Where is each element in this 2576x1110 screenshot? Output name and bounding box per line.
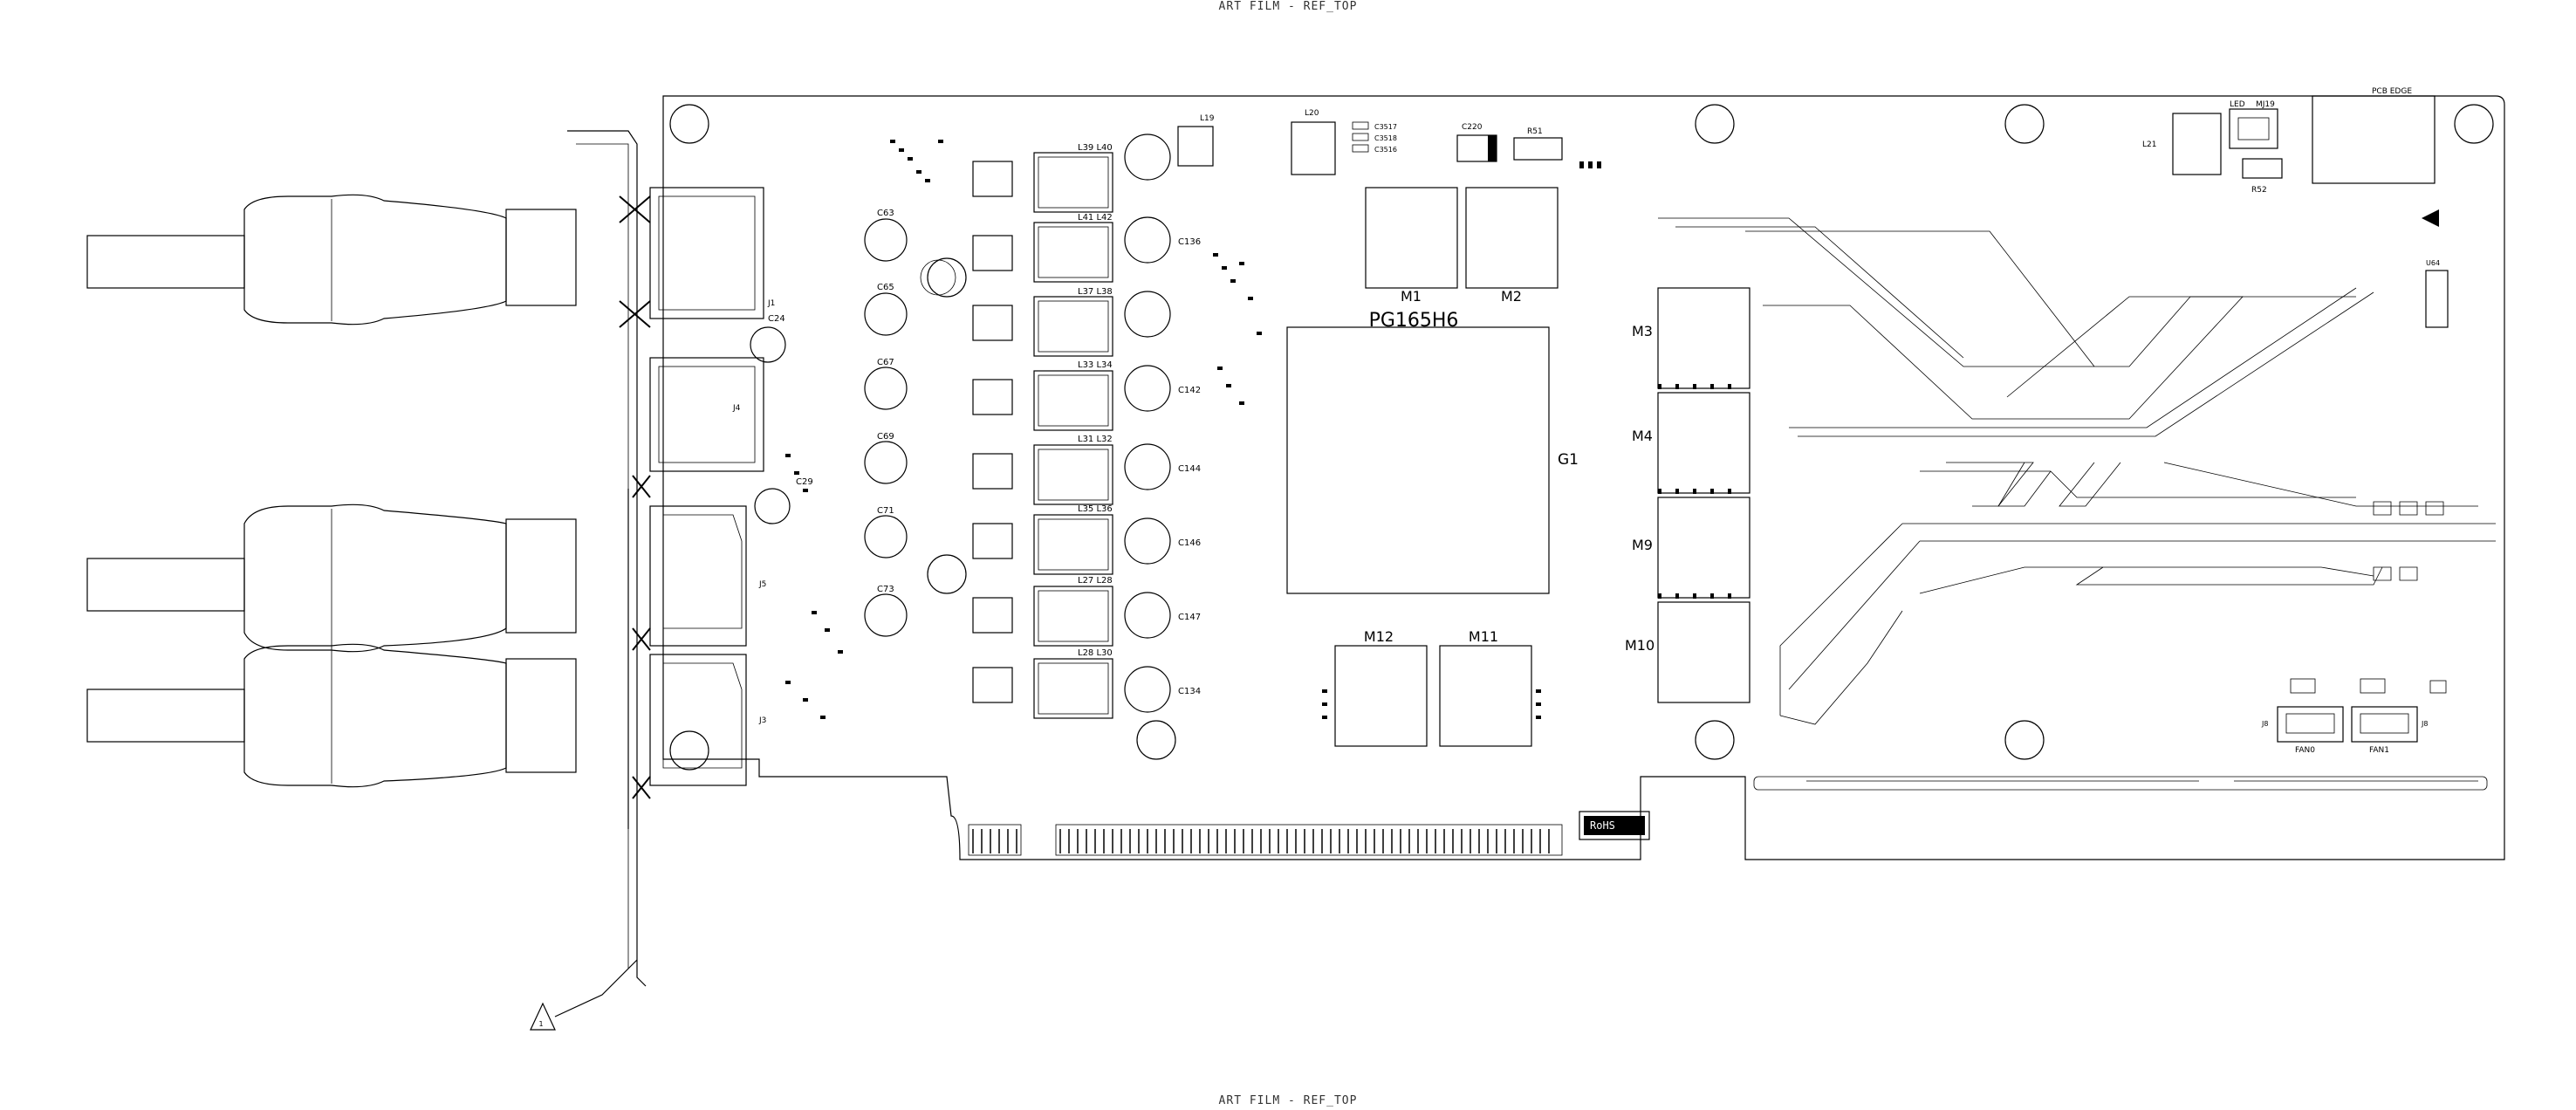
callout-number: 1 — [538, 1020, 543, 1028]
pcb-outline — [662, 95, 2505, 860]
mem-m3: M3 — [1632, 323, 1653, 339]
cap-c3516: C3516 — [1374, 146, 1397, 154]
fan1-label: FAN1 — [2369, 746, 2389, 755]
rohs-mark: RoHS — [1579, 811, 1650, 840]
phase-label-4: L33 L34 — [1078, 360, 1113, 370]
io-connectors: J1 J4 J5 J3 — [619, 187, 775, 799]
footer-title: ART FILM - REF_TOP — [1218, 1094, 1358, 1107]
gpu-ref: G1 — [1558, 451, 1579, 469]
res-r52: R52 — [2251, 186, 2267, 195]
input-caps: C63 C65 C67 C69 C71 C73 C24 C29 — [750, 209, 956, 637]
ind-l21: L21 — [2142, 140, 2156, 149]
output-caps: C136 C142 C144 C146 C147 C134 — [1124, 134, 1201, 713]
cap-c134: C134 — [1178, 687, 1201, 696]
mem-m4: M4 — [1632, 428, 1653, 444]
decorative-traces — [1658, 217, 2496, 791]
cap-c136: C136 — [1178, 237, 1201, 247]
fan0-label: FAN0 — [2295, 746, 2315, 755]
cap-c3518: C3518 — [1374, 134, 1397, 142]
mem-m12: M12 — [1364, 628, 1394, 645]
cap-c69: C69 — [877, 432, 894, 442]
vrm-phases: L39 L40 L41 L42 L37 L38 L33 L34 L31 L32 … — [972, 143, 1113, 719]
mem-m10: M10 — [1625, 637, 1655, 654]
cap-c142: C142 — [1178, 386, 1201, 395]
cap-c220: C220 — [1462, 123, 1483, 132]
mem-m2: M2 — [1501, 288, 1522, 305]
conn-j5: J5 — [758, 580, 766, 589]
cap-c144: C144 — [1178, 464, 1201, 474]
led-label: LED — [2230, 100, 2245, 109]
header-title: ART FILM - REF_TOP — [1218, 0, 1358, 13]
cap-c63: C63 — [877, 209, 894, 218]
phase-label-8: L28 L30 — [1078, 648, 1113, 658]
mem-m11: M11 — [1469, 628, 1498, 645]
conn-j8-left: J8 — [2261, 720, 2268, 728]
conn-j8-right: J8 — [2421, 720, 2428, 728]
callout: 1 — [530, 959, 638, 1031]
phase-label-7: L27 L28 — [1078, 576, 1113, 586]
chip-label: PG165H6 — [1369, 310, 1459, 332]
mem-m9: M9 — [1632, 537, 1653, 553]
memory-chips: M1 M2 M3 M4 M9 M10 M12 M11 — [1334, 187, 1750, 747]
cap-c71: C71 — [877, 506, 894, 516]
mem-m1: M1 — [1401, 288, 1422, 305]
cap-c73: C73 — [877, 585, 894, 594]
res-r51: R51 — [1527, 127, 1543, 136]
top-components: L19 L20 L21 C220 R51 LED MJ19 R52 PCB ED… — [1177, 87, 2449, 328]
phase-label-3: L37 L38 — [1078, 287, 1113, 297]
cap-c24: C24 — [768, 314, 785, 324]
small-pads — [785, 140, 1731, 719]
conn-j4: J4 — [732, 404, 741, 413]
cap-c147: C147 — [1178, 613, 1201, 622]
io-cables — [86, 130, 647, 987]
phase-label-1: L39 L40 — [1078, 143, 1113, 153]
cap-c65: C65 — [877, 283, 894, 292]
rohs-text: RoHS — [1590, 819, 1615, 832]
fan-headers: FAN0 FAN1 J8 J8 — [2261, 678, 2447, 755]
conn-j3: J3 — [758, 716, 766, 725]
phase-label-5: L31 L32 — [1078, 435, 1113, 444]
phase-label-6: L35 L36 — [1078, 504, 1113, 514]
gpu-package: PG165H6 G1 — [1286, 310, 1579, 594]
pcie-edge — [968, 824, 1563, 856]
cap-c29: C29 — [796, 477, 813, 487]
phase-label-2: L41 L42 — [1078, 213, 1113, 223]
conn-j1: J1 — [767, 299, 775, 308]
cap-c67: C67 — [877, 358, 894, 367]
ind-l19: L19 — [1200, 114, 1215, 123]
cap-c3517: C3517 — [1374, 123, 1397, 131]
u64: U64 — [2426, 259, 2440, 267]
cap-c146: C146 — [1178, 538, 1201, 548]
jumper-mj19: MJ19 — [2256, 100, 2275, 109]
ind-l20: L20 — [1305, 109, 1319, 118]
pcb-edge-label: PCB EDGE — [2372, 87, 2412, 96]
mounting-holes — [669, 104, 2494, 771]
